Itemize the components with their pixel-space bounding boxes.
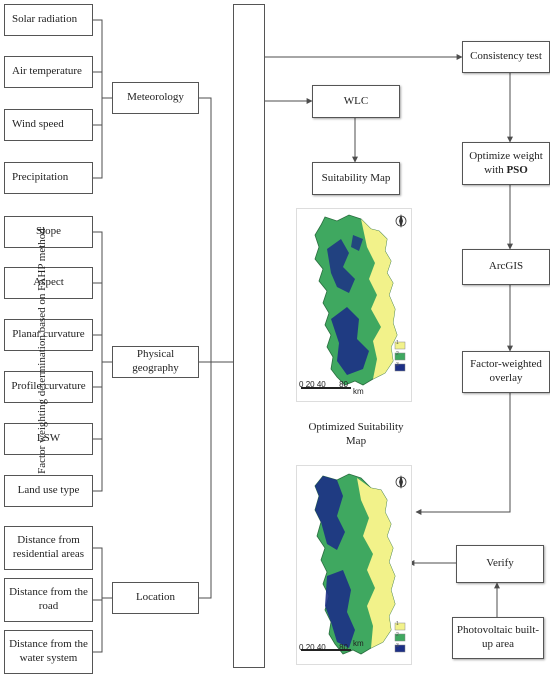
factor-slope: Slope — [4, 216, 93, 248]
factor-planar-curvature: Planar curvature — [4, 319, 93, 351]
map1-scale-tick-1: 20 — [305, 380, 315, 389]
factor-aspect: Aspect — [4, 267, 93, 299]
map2-legend-2: 2 — [396, 632, 399, 638]
fahp-weighting-box — [233, 4, 265, 668]
suitability-map-image — [296, 208, 412, 402]
factor-distance-residential: Distance from residential areas — [4, 526, 93, 570]
arcgis-box: ArcGIS — [462, 249, 550, 285]
map1-scale-tick-0: 0 — [299, 380, 304, 389]
photovoltaic-box: Photovoltaic built-up area — [452, 617, 544, 659]
map1-legend-1: 1 — [396, 340, 399, 346]
group-to-fahp-bracket — [199, 97, 233, 599]
factor-solar-radiation: Solar radiation — [4, 4, 93, 36]
factor-weighted-overlay-box: Factor-weighted overlay — [462, 351, 550, 393]
optimized-map-caption: Optimized Suitability Map — [308, 421, 404, 448]
group-physical-geography: Physical geography — [112, 346, 199, 378]
factor-air-temperature: Air temperature — [4, 56, 93, 88]
location-bracket — [93, 547, 103, 653]
map2-scale-text: 0 20 40 80 km — [299, 639, 364, 652]
map1-scale-tick-3: 80 — [339, 380, 348, 389]
map1-scale-text: 0 20 40 80 km — [299, 380, 364, 396]
map1-legend-3: 3 — [396, 362, 399, 368]
group-location: Location — [112, 582, 199, 614]
factor-distance-water: Distance from the water system — [4, 630, 93, 674]
map1-scale-tick-2: 40 — [316, 380, 326, 389]
map1-legend-2: 2 — [396, 351, 399, 357]
factor-precipitation: Precipitation — [4, 162, 93, 194]
verify-box: Verify — [456, 545, 544, 583]
optimize-with-text: with — [484, 163, 504, 176]
map1-scale-unit: km — [353, 387, 364, 396]
factor-profile-curvature: Profile curvature — [4, 371, 93, 403]
factor-wind-speed: Wind speed — [4, 109, 93, 141]
map2-scale-tick-2: 40 — [316, 643, 326, 652]
map2-scale-tick-1: 20 — [305, 643, 315, 652]
group-meteorology: Meteorology — [112, 82, 199, 114]
map2-scale-tick-0: 0 — [299, 643, 304, 652]
map2-legend-3: 3 — [396, 643, 399, 649]
map1-legend-labels: 1 2 3 — [396, 338, 399, 371]
factor-land-use-type: Land use type — [4, 475, 93, 507]
pso-label: PSO — [506, 163, 528, 176]
suitability-map-box: Suitability Map — [312, 162, 400, 195]
factor-lsw: LSW — [4, 423, 93, 455]
map2-scale-unit: km — [353, 639, 364, 648]
map2-legend-labels: 1 2 3 — [396, 619, 399, 652]
consistency-test-box: Consistency test — [462, 41, 550, 73]
map2-scale-tick-3: 80 — [339, 643, 348, 652]
wlc-box: WLC — [312, 85, 400, 118]
optimize-pso-box: Optimize weight with PSO — [462, 142, 550, 185]
map2-legend-1: 1 — [396, 621, 399, 627]
fahp-label: Factor weighting determination based on … — [36, 228, 48, 474]
optimize-line-2: with PSO — [484, 164, 528, 178]
meteorology-bracket — [93, 19, 103, 179]
physical-geography-bracket — [93, 231, 103, 492]
factor-distance-road: Distance from the road — [4, 578, 93, 622]
optimized-suitability-map-image — [296, 465, 412, 665]
optimize-line-1: Optimize weight — [469, 149, 543, 162]
